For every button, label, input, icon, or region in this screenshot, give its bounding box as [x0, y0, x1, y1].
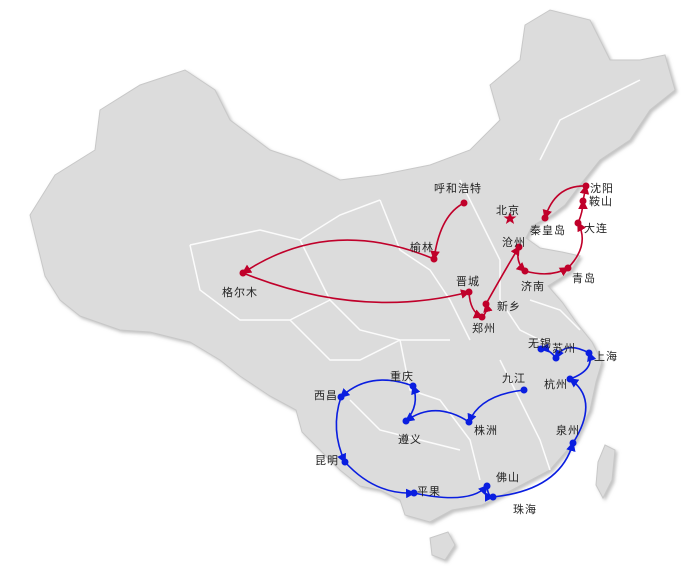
city-dot [585, 349, 593, 357]
city-dot [564, 264, 572, 272]
city-label: 榆林 [410, 241, 434, 254]
city-dot [430, 255, 438, 263]
city-dot [569, 439, 577, 447]
city-label: 晋城 [456, 275, 480, 288]
city-label: 秦皇岛 [530, 224, 566, 237]
city-label: 青岛 [572, 272, 596, 285]
city-dot [541, 214, 549, 222]
star-icon [503, 212, 517, 224]
city-dot [239, 269, 247, 277]
city-dot [483, 482, 491, 490]
city-label: 西昌 [314, 389, 338, 402]
city-label: 珠海 [513, 503, 537, 516]
city-dot [465, 418, 473, 426]
city-label: 济南 [521, 280, 545, 293]
city-dot [582, 182, 590, 190]
city-label: 鞍山 [589, 195, 613, 208]
city-dot [521, 267, 529, 275]
city-label: 平果 [417, 485, 441, 498]
city-dot [552, 354, 560, 362]
city-dot [566, 375, 574, 383]
city-dot [482, 300, 490, 308]
city-label: 昆明 [315, 454, 339, 467]
city-label: 佛山 [496, 471, 520, 484]
city-label: 九江 [502, 372, 526, 385]
city-label: 上海 [594, 350, 618, 363]
capital-label: 北京 [496, 204, 520, 217]
city-dot [460, 199, 468, 207]
city-dot [579, 197, 587, 205]
city-label: 重庆 [390, 370, 414, 383]
city-dot [402, 417, 410, 425]
city-label: 泉州 [556, 424, 580, 437]
city-label: 株洲 [474, 424, 498, 437]
city-dot [537, 345, 545, 353]
city-label: 遵义 [398, 433, 422, 446]
city-label: 郑州 [472, 322, 496, 335]
hainan-island [429, 531, 456, 561]
city-dot [409, 382, 417, 390]
taiwan-island [595, 444, 616, 500]
city-label: 格尔木 [222, 286, 258, 299]
city-label: 新乡 [497, 300, 521, 313]
city-label: 沈阳 [590, 182, 614, 195]
city-dot [478, 313, 486, 321]
city-dot [520, 386, 528, 394]
city-label: 大连 [584, 222, 608, 235]
city-dot [465, 288, 473, 296]
city-dot [337, 393, 345, 401]
city-label: 苏州 [552, 342, 576, 355]
city-label: 无锡 [528, 337, 552, 350]
city-dot [515, 243, 523, 251]
city-dots [239, 182, 593, 501]
china-landmass [29, 9, 676, 561]
city-label: 沧州 [502, 236, 526, 249]
city-label: 呼和浩特 [434, 182, 482, 195]
city-dot [574, 219, 582, 227]
city-dot [410, 489, 418, 497]
city-label: 杭州 [544, 378, 568, 391]
city-dot [489, 493, 497, 501]
city-dot [341, 458, 349, 466]
